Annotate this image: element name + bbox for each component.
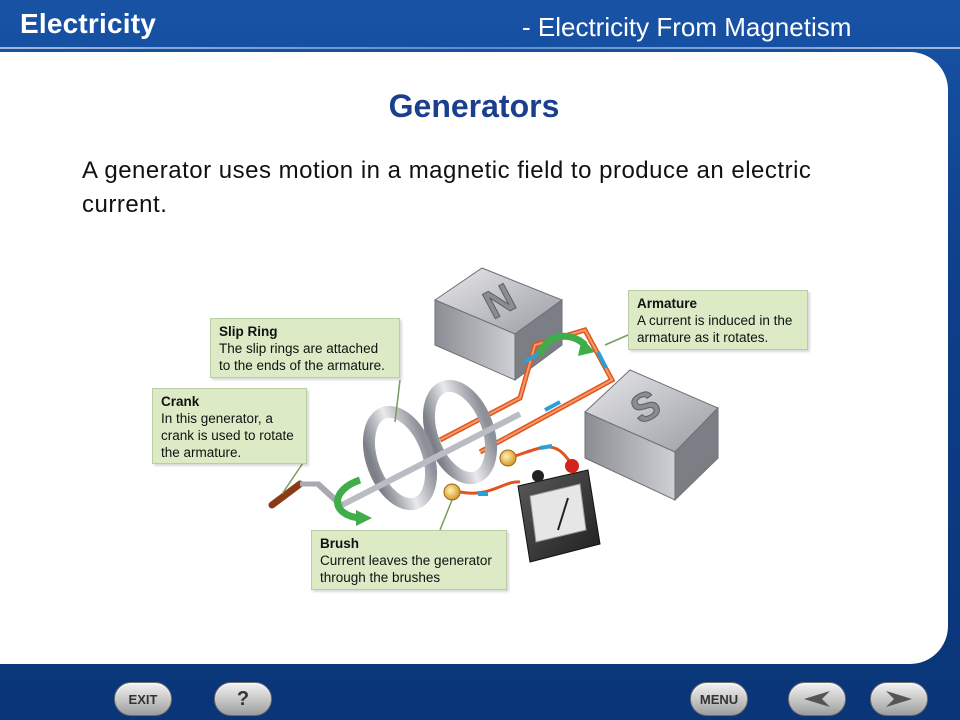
callout-title: Slip Ring [219, 324, 278, 339]
callout-title: Armature [637, 296, 698, 311]
callout-crank: Crank In this generator, a crank is used… [152, 388, 307, 464]
callout-title: Crank [161, 394, 200, 409]
slide-title: Generators [388, 88, 560, 124]
galvanometer [517, 459, 601, 563]
callout-slip-ring: Slip Ring The slip rings are attached to… [210, 318, 400, 378]
callout-text: Current leaves the generator through the… [320, 553, 492, 585]
callout-text: A current is induced in the armature as … [637, 313, 793, 345]
left-arrow-icon [804, 691, 830, 707]
previous-button[interactable] [788, 682, 846, 716]
crank-rotation-icon [334, 476, 362, 522]
right-arrow-icon [886, 691, 912, 707]
slide-body-text: A generator uses motion in a magnetic fi… [82, 157, 812, 218]
callout-brush: Brush Current leaves the generator throu… [311, 530, 507, 590]
help-button[interactable]: ? [214, 682, 272, 716]
next-button[interactable] [870, 682, 928, 716]
menu-button[interactable]: MENU [690, 682, 748, 716]
callout-armature: Armature A current is induced in the arm… [628, 290, 808, 350]
exit-button[interactable]: EXIT [114, 682, 172, 716]
south-magnet: S [584, 369, 719, 502]
callout-text: In this generator, a crank is used to ro… [161, 411, 294, 460]
north-magnet: N [433, 267, 564, 381]
slip-rings [362, 379, 498, 511]
output-wire [459, 480, 521, 495]
rotation-arrow-icon [536, 332, 588, 357]
brushes [443, 449, 517, 501]
chapter-title: Electricity [20, 8, 157, 39]
header-divider [0, 47, 960, 49]
callout-text: The slip rings are attached to the ends … [219, 341, 385, 373]
section-subtitle: - Electricity From Magnetism [522, 12, 852, 42]
callout-title: Brush [320, 536, 360, 551]
